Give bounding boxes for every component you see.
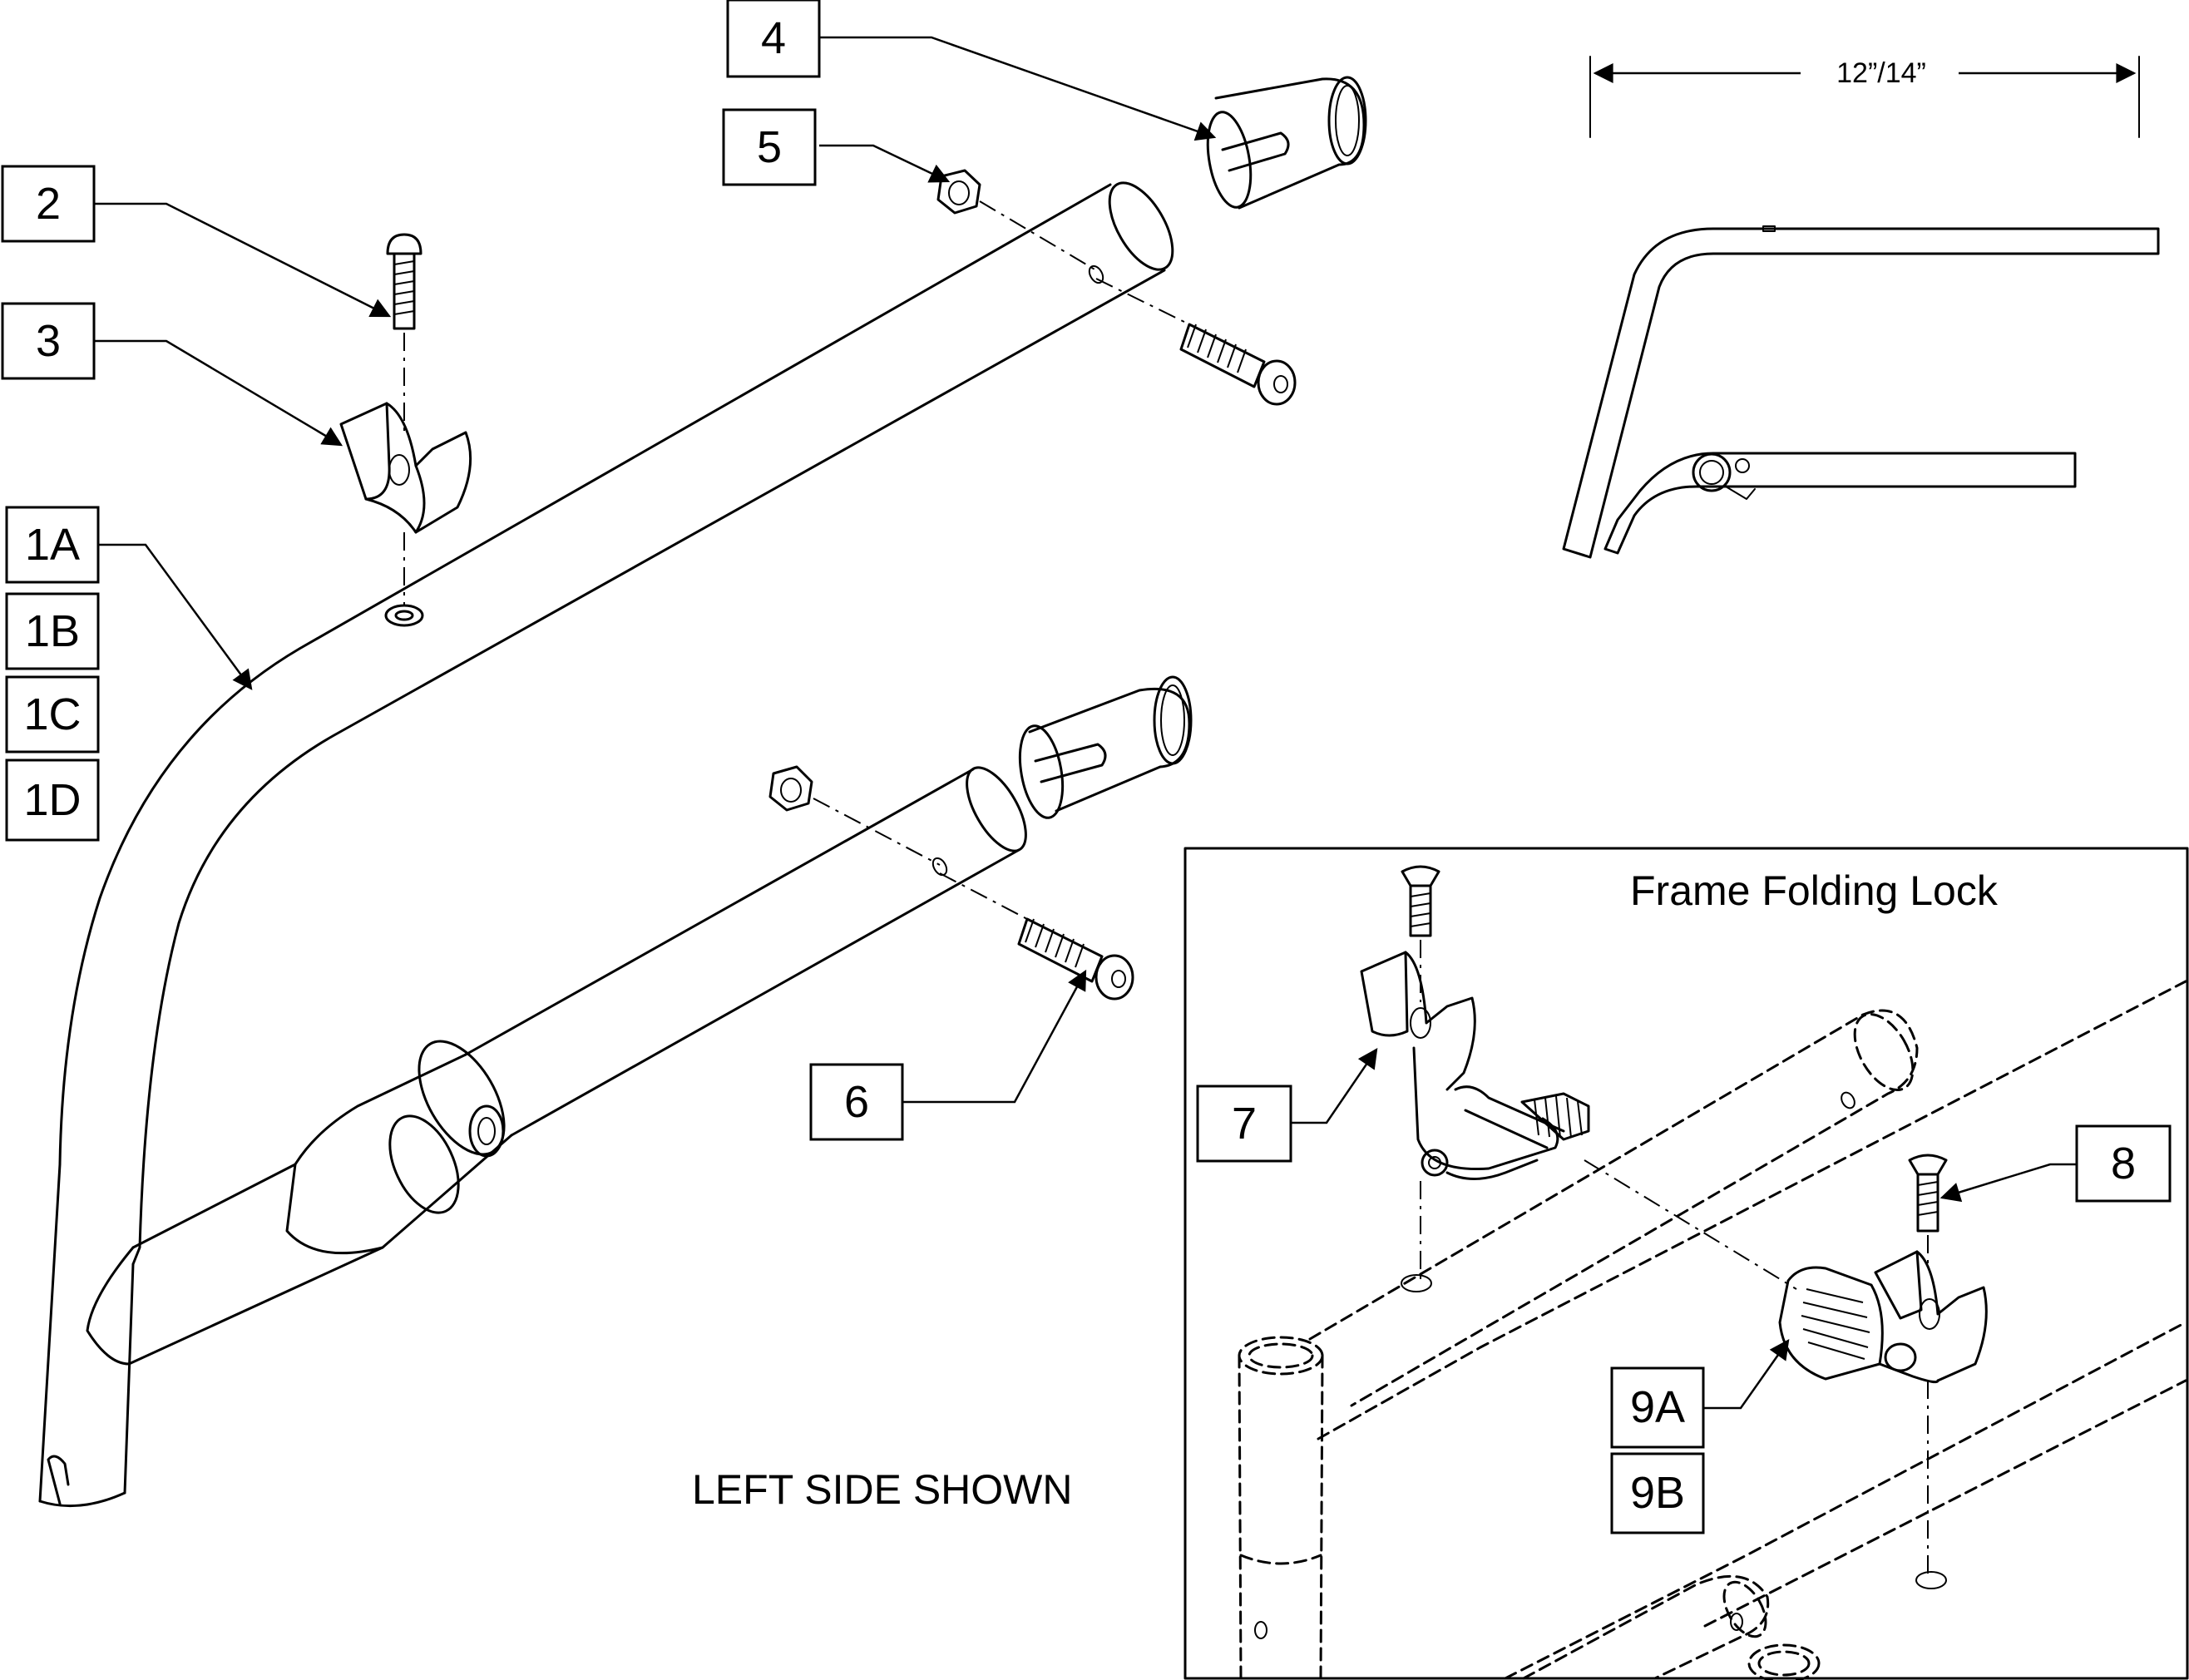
button-head-screw bbox=[386, 233, 422, 605]
svg-text:4: 4 bbox=[761, 13, 786, 63]
side-frame-tube bbox=[38, 181, 1174, 1508]
tube-clip bbox=[339, 402, 472, 534]
callout-7: 7 bbox=[1196, 1085, 1292, 1163]
callout-2: 2 bbox=[1, 165, 96, 243]
lower-frame-tube bbox=[86, 766, 1027, 1366]
svg-text:2: 2 bbox=[36, 179, 61, 229]
inset-frame-folding-lock: Frame Folding Lock bbox=[1183, 847, 2189, 1680]
hex-nut-lower bbox=[768, 765, 941, 866]
leader-lines bbox=[94, 36, 1217, 1104]
tube-insert-upper bbox=[1206, 76, 1367, 210]
inset-title: Frame Folding Lock bbox=[1630, 867, 1999, 914]
svg-text:9A: 9A bbox=[1630, 1382, 1685, 1432]
callout-1A: 1A bbox=[5, 506, 100, 584]
svg-text:1D: 1D bbox=[23, 775, 81, 825]
tube-insert-lower bbox=[1018, 675, 1193, 819]
shoulder-bolt-upper bbox=[1095, 278, 1297, 406]
callout-1C: 1C bbox=[5, 675, 100, 754]
svg-text:5: 5 bbox=[757, 122, 782, 172]
callout-1B: 1B bbox=[5, 592, 100, 670]
svg-text:1B: 1B bbox=[25, 606, 80, 656]
hex-nut-upper bbox=[936, 169, 1097, 271]
callout-9B: 9B bbox=[1610, 1452, 1705, 1534]
shoulder-bolt-lower bbox=[939, 872, 1134, 1001]
lock-assembly bbox=[1360, 951, 1590, 1180]
svg-text:6: 6 bbox=[844, 1077, 869, 1127]
svg-text:1A: 1A bbox=[25, 520, 80, 570]
callout-1D: 1D bbox=[5, 758, 100, 842]
lock-receiver bbox=[1778, 1250, 1988, 1384]
callout-3: 3 bbox=[1, 302, 96, 380]
svg-text:9B: 9B bbox=[1630, 1468, 1685, 1518]
callout-9A: 9A bbox=[1610, 1366, 1705, 1449]
callout-6: 6 bbox=[809, 1063, 904, 1141]
callout-8: 8 bbox=[2075, 1124, 2172, 1203]
dimension-label: 12”/14” bbox=[1836, 57, 1926, 89]
side-note: LEFT SIDE SHOWN bbox=[692, 1466, 1072, 1513]
svg-text:3: 3 bbox=[36, 316, 61, 366]
callout-4: 4 bbox=[726, 0, 821, 78]
callout-5: 5 bbox=[722, 108, 817, 186]
svg-text:8: 8 bbox=[2111, 1139, 2136, 1188]
size-reference: 12”/14” bbox=[1562, 56, 2160, 559]
svg-text:1C: 1C bbox=[23, 689, 81, 739]
svg-text:7: 7 bbox=[1232, 1099, 1257, 1149]
